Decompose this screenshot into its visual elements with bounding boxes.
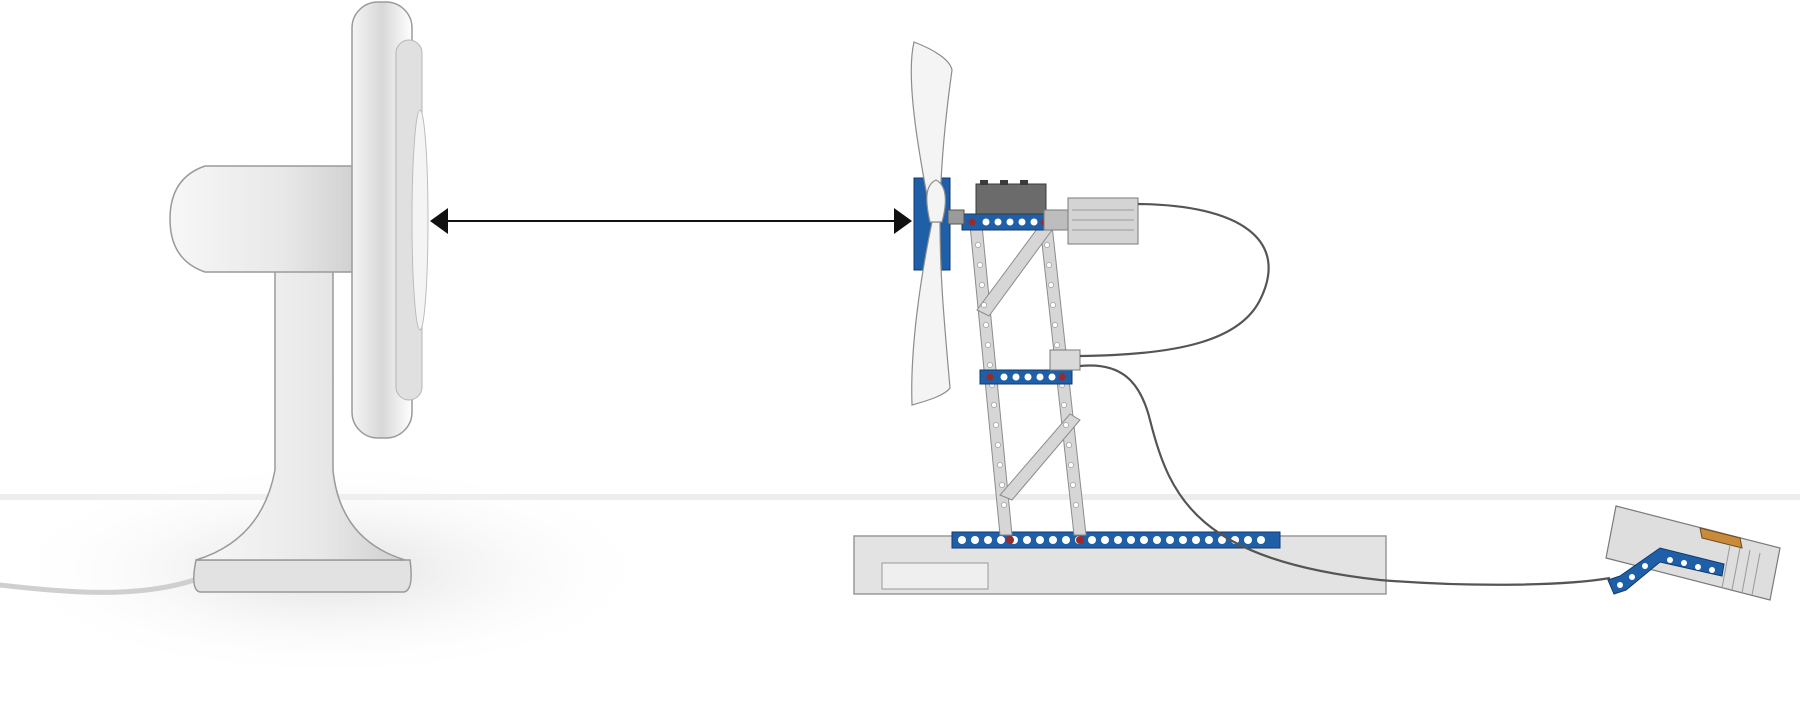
battery-box-icon [1605, 505, 1781, 601]
turbine-cables [1079, 202, 1611, 586]
fan-power-cord [0, 575, 203, 595]
desk-fan-icon [169, 1, 429, 593]
wind-turbine-model-icon [853, 41, 1387, 595]
double-headed-arrow-icon [430, 208, 912, 234]
turbine-blades [910, 41, 953, 406]
